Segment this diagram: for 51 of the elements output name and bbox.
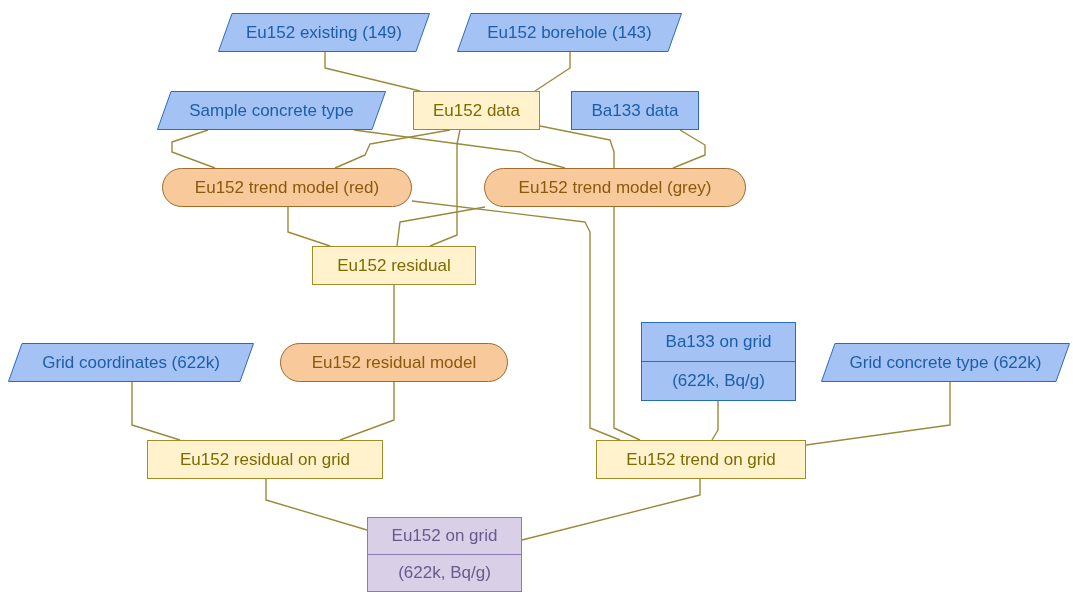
- node-label: Ba133 data: [591, 99, 679, 122]
- connector-line: [534, 51, 571, 92]
- process-box: [147, 440, 383, 479]
- model-pill: [280, 343, 508, 382]
- model-pill: [484, 168, 746, 207]
- connector-line: [672, 129, 706, 169]
- node-label: Eu152 data: [433, 99, 520, 122]
- node-label: Ba133 on grid: [665, 331, 772, 354]
- connector-line: [287, 206, 331, 247]
- node-label: Eu152 trend model (grey): [518, 176, 712, 199]
- node-label: Sample concrete type: [189, 99, 354, 122]
- input-parallelogram: [8, 343, 254, 382]
- connector-line: [805, 381, 951, 446]
- output-box: [641, 322, 796, 401]
- connector-line: [521, 478, 701, 541]
- node-label: Eu152 residual: [337, 254, 451, 277]
- connector-line: [265, 478, 368, 531]
- input-parallelogram: [821, 343, 1070, 382]
- connector-line: [411, 200, 621, 441]
- node-label: Eu152 residual on grid: [179, 448, 351, 471]
- node-label: Grid coordinates (622k): [42, 351, 220, 374]
- process-box: [312, 246, 476, 285]
- model-pill: [162, 168, 412, 207]
- connector-line: [613, 206, 641, 441]
- connector-line: [396, 206, 486, 247]
- output-box: [367, 517, 522, 592]
- node-label: Eu152 trend on grid: [626, 448, 776, 471]
- data-box: [571, 91, 699, 130]
- input-parallelogram: [457, 13, 682, 52]
- node-label: (622k, Bq/g): [672, 370, 765, 393]
- connector-line: [353, 129, 566, 169]
- connector-line: [131, 381, 181, 441]
- connector-line: [324, 51, 421, 92]
- node-label: Eu152 on grid: [391, 525, 498, 548]
- process-box: [413, 91, 540, 130]
- connector-line: [539, 125, 615, 169]
- node-label: Eu152 borehole (143): [487, 21, 652, 44]
- node-label: (622k, Bq/g): [398, 562, 491, 585]
- input-parallelogram: [157, 91, 386, 130]
- node-label: Eu152 existing (149): [246, 21, 402, 44]
- connector-line: [429, 129, 461, 247]
- node-label: Eu152 trend model (red): [194, 176, 380, 199]
- connector-line: [339, 381, 395, 441]
- connector-line: [334, 129, 451, 169]
- connector-line: [171, 129, 216, 169]
- node-label: Grid concrete type (622k): [849, 351, 1042, 374]
- connector-line: [711, 400, 719, 441]
- process-box: [596, 440, 806, 479]
- node-label: Eu152 residual model: [311, 351, 477, 374]
- connector-line: [393, 284, 395, 344]
- input-parallelogram: [218, 13, 430, 52]
